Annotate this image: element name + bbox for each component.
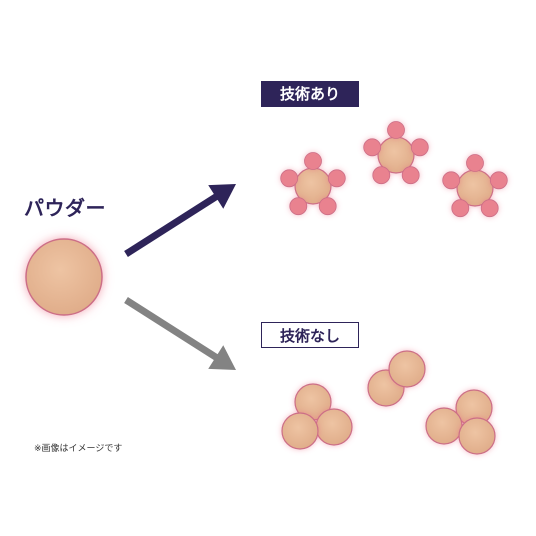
satellite-particle <box>318 197 337 216</box>
without-technology-particles <box>281 350 496 455</box>
satellite-particle <box>280 169 299 188</box>
satellite-particle <box>304 152 322 170</box>
satellite-particle <box>289 197 308 216</box>
satellite-particle <box>489 171 508 190</box>
arrow-without-technology-head <box>208 345 236 370</box>
aggregated-cluster-1 <box>281 383 353 450</box>
satellite-particle <box>387 121 405 139</box>
with-technology-particles <box>280 121 508 218</box>
arrow-without-technology <box>124 297 236 370</box>
aggregated-particle <box>388 350 426 388</box>
aggregated-cluster-3 <box>425 389 496 455</box>
aggregated-particle <box>281 412 319 450</box>
powder-label: パウダー <box>24 196 106 220</box>
aggregated-particle <box>425 407 463 445</box>
arrow-with-technology-shaft <box>124 192 220 257</box>
arrows <box>124 184 236 370</box>
satellite-particle <box>451 199 470 218</box>
satellite-particle <box>410 138 429 157</box>
dispersed-cluster-3 <box>442 154 508 218</box>
powder-particle <box>25 238 103 316</box>
satellite-particle <box>372 166 391 185</box>
image-note: ※画像はイメージです <box>34 444 123 454</box>
aggregated-particle <box>458 417 496 455</box>
satellite-particle <box>480 199 499 218</box>
arrow-without-technology-shaft <box>124 297 220 362</box>
satellite-particle <box>363 138 382 157</box>
powder-circle <box>25 238 103 316</box>
aggregated-particle <box>315 408 353 446</box>
aggregated-cluster-2 <box>367 350 426 407</box>
with-technology-tag: 技術あり <box>261 81 359 107</box>
satellite-particle <box>401 166 420 185</box>
dispersed-cluster-1 <box>280 152 346 216</box>
without-technology-tag: 技術なし <box>261 322 359 348</box>
satellite-particle <box>327 169 346 188</box>
dispersed-cluster-2 <box>363 121 429 185</box>
arrow-with-technology <box>124 184 236 257</box>
satellite-particle <box>442 171 461 190</box>
arrow-with-technology-head <box>208 184 236 209</box>
satellite-particle <box>466 154 484 172</box>
